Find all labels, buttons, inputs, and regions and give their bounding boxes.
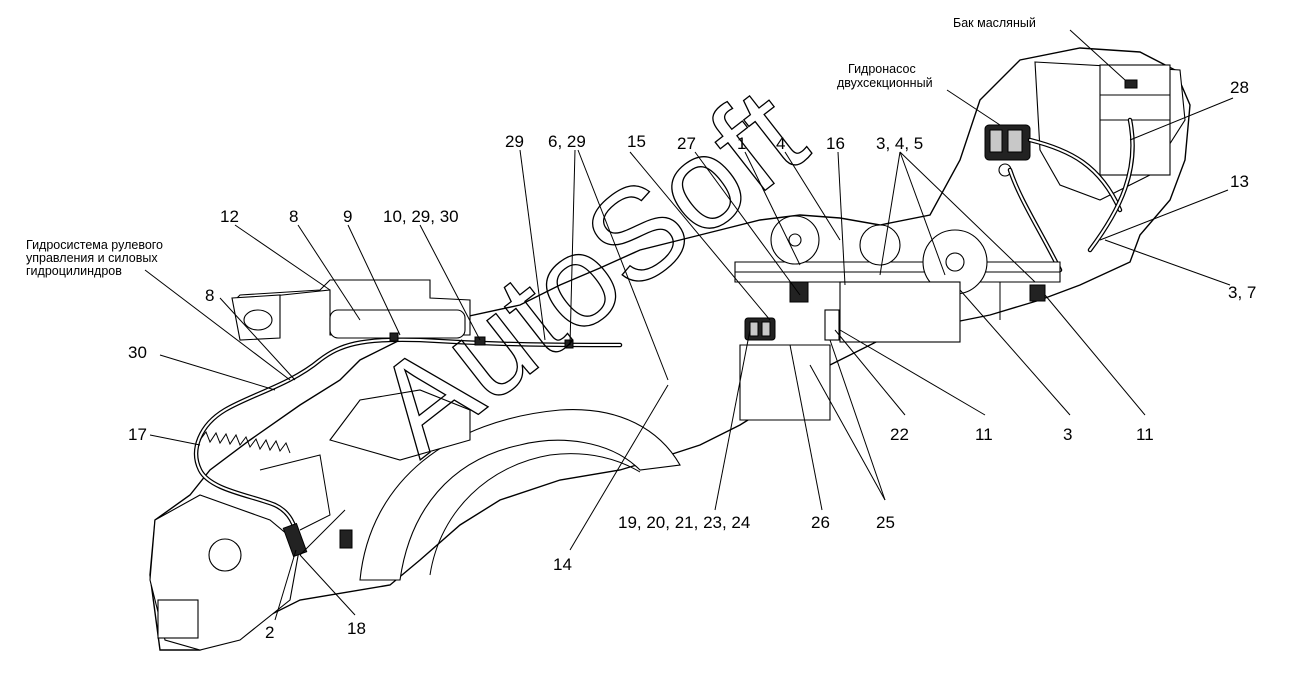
- callout-1: 1: [737, 134, 746, 153]
- spiral-guard: [199, 430, 291, 454]
- callout-2: 2: [265, 623, 274, 642]
- callout-18: 18: [347, 619, 366, 638]
- steering-annotation-line2: управления и силовых: [26, 251, 158, 265]
- tie-rod: [259, 454, 331, 531]
- engine-block: [839, 281, 961, 343]
- wheel-arc: [429, 453, 641, 576]
- hood-opening: [243, 309, 273, 331]
- callout-11-left: 11: [975, 425, 993, 444]
- axle-flange: [157, 599, 199, 639]
- bracket: [824, 309, 840, 341]
- hose-clamp: [474, 336, 486, 346]
- callout-8-top: 8: [289, 207, 298, 226]
- two-section-pump: [984, 124, 1031, 177]
- oil-tank-annotation: Бак масляный: [953, 16, 1036, 30]
- axle-hub: [208, 538, 242, 572]
- callout-10-29-30: 10, 29, 30: [383, 207, 459, 226]
- callout-22: 22: [890, 425, 909, 444]
- callout-12: 12: [220, 207, 239, 226]
- callout-17: 17: [128, 425, 147, 444]
- pulley-hub: [788, 233, 802, 247]
- callout-4: 4: [776, 134, 785, 153]
- callout-14: 14: [553, 555, 572, 574]
- pump-pipe: [1009, 169, 1061, 271]
- callout-3-4-5: 3, 4, 5: [876, 134, 923, 153]
- valve-block: [1029, 284, 1046, 302]
- callout-26: 26: [811, 513, 830, 532]
- callout-29: 29: [505, 132, 524, 151]
- steering-annotation-line3: гидроцилиндров: [26, 264, 122, 278]
- hose-clamp: [389, 332, 399, 342]
- steering-cylinder: [282, 509, 353, 558]
- callout-3-7: 3, 7: [1228, 283, 1256, 302]
- pulley-hub: [945, 252, 965, 272]
- pump-pipe: [1029, 139, 1121, 211]
- distributor: [744, 317, 776, 341]
- callout-15: 15: [627, 132, 646, 151]
- callout-30: 30: [128, 343, 147, 362]
- steering-annotation-line1: Гидросистема рулевого: [26, 238, 163, 252]
- oil-tank-cap: [1124, 79, 1138, 89]
- callout-9: 9: [343, 207, 352, 226]
- tank-pipe: [1089, 119, 1134, 251]
- hose-clamp: [564, 339, 574, 349]
- callout-6-29: 6, 29: [548, 132, 586, 151]
- callout-8-left: 8: [205, 286, 214, 305]
- callout-25: 25: [876, 513, 895, 532]
- inner-fender: [329, 389, 471, 461]
- callout-13: 13: [1230, 172, 1249, 191]
- leader-lines: [144, 29, 1234, 621]
- pump-annotation-line2: двухсекционный: [837, 76, 933, 90]
- callout-3: 3: [1063, 425, 1072, 444]
- callout-27: 27: [677, 134, 696, 153]
- lower-frame: [739, 344, 831, 421]
- callout-19-20-21-23-24: 19, 20, 21, 23, 24: [618, 513, 750, 532]
- steering-hose: [195, 338, 621, 541]
- callout-28: 28: [1230, 78, 1249, 97]
- callout-11-right: 11: [1136, 425, 1154, 444]
- callout-16: 16: [826, 134, 845, 153]
- pump-annotation-line1: Гидронасос: [848, 62, 916, 76]
- pulley: [859, 224, 901, 266]
